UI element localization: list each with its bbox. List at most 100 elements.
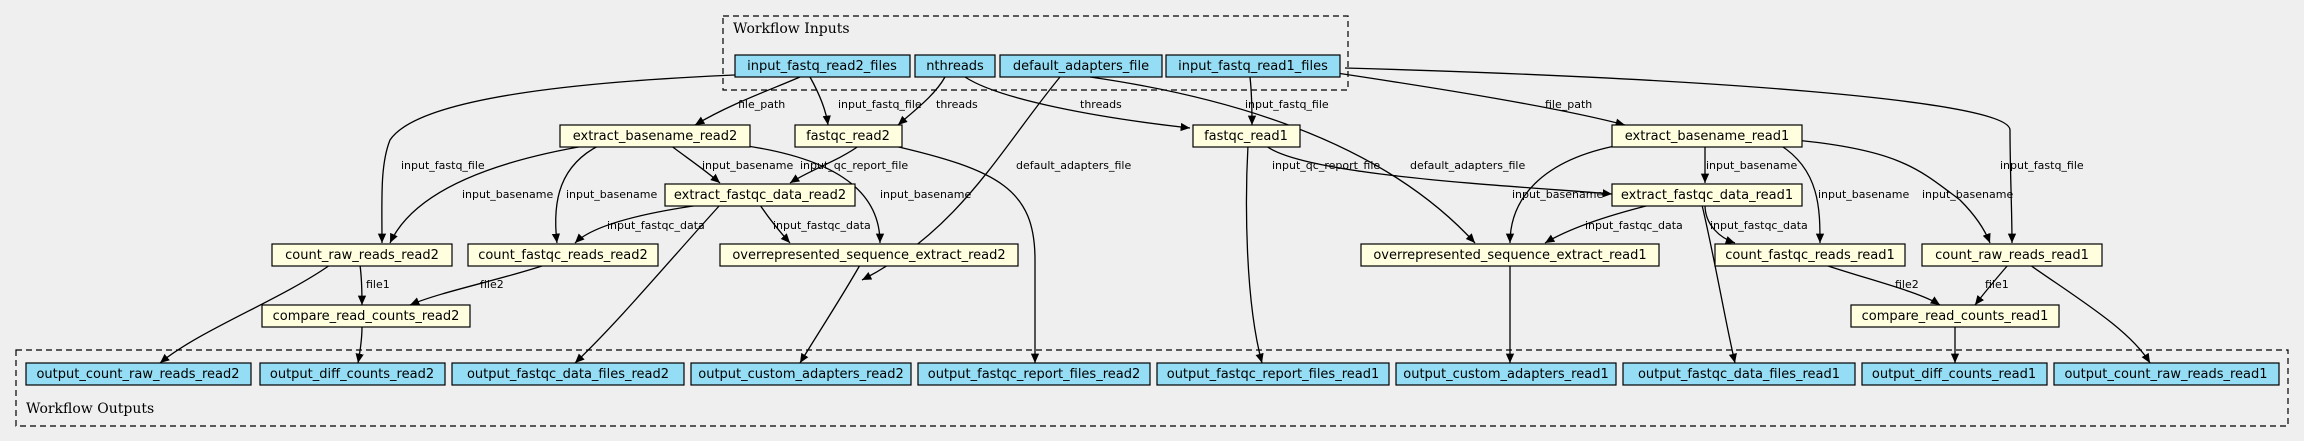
step-label-compare-read-counts-read1: compare_read_counts_read1 [1862,309,2049,324]
output-fastqc-report-files-read1[interactable]: output_fastqc_report_files_read1 [1156,362,1390,386]
output-fastqc-data-files-read2[interactable]: output_fastqc_data_files_read2 [451,362,685,386]
input-label-nthreads: nthreads [926,59,984,74]
edge-label-input-qc-report-file-1: input_qc_report_file [1272,159,1380,172]
edge-fastqc1-report1 [1245,144,1264,364]
edge-label-file-path-2: file_path [738,98,785,111]
workflow-inputs-label: Workflow Inputs [733,21,850,37]
output-diff-counts-read2[interactable]: output_diff_counts_read2 [259,362,446,386]
edge-label-input-fastq-file-countraw2: input_fastq_file [401,159,485,172]
step-fastqc-read2[interactable]: fastqc_read2 [794,124,903,148]
step-label-count-raw-reads-read1: count_raw_reads_read1 [1935,248,2089,263]
output-label-fastqc-report-files-read2: output_fastqc_report_files_read2 [928,367,1141,382]
input-node-nthreads[interactable]: nthreads [914,54,996,78]
step-count-fastqc-reads-read1[interactable]: count_fastqc_reads_read1 [1714,243,1906,267]
step-label-extract-fastqc-data-read1: extract_fastqc_data_read1 [1621,188,1793,203]
edge-fastqc2-report2 [889,144,1040,363]
output-count-raw-reads-read2[interactable]: output_count_raw_reads_read2 [25,362,252,386]
edge-nthreads-fastqc1 [964,76,1191,132]
edge-read2files-fastqc2 [809,76,831,126]
output-custom-adapters-read1[interactable]: output_custom_adapters_read1 [1395,362,1617,386]
step-extract-fastqc-data-read2[interactable]: extract_fastqc_data_read2 [664,183,856,207]
edge-countraw1-compare1 [1974,264,2009,306]
edge-label-input-basename-countfastqc1: input_basename [1818,188,1909,201]
edge-eb2-countraw2 [389,144,591,244]
edge-ed1-countfastqc1 [1704,204,1736,244]
edge-label-file-path-1: file_path [1545,98,1592,111]
input-label-read2-files: input_fastq_read2_files [747,59,897,74]
workflow-inputs-cluster: Workflow Inputs [722,15,1349,91]
edges [159,67,2151,364]
input-label-adapters: default_adapters_file [1013,59,1149,74]
step-label-fastqc-read2: fastqc_read2 [806,129,890,144]
output-count-raw-reads-read1[interactable]: output_count_raw_reads_read1 [2053,362,2280,386]
output-fastqc-report-files-read2[interactable]: output_fastqc_report_files_read2 [917,362,1151,386]
edge-ed1-overrep1 [1544,204,1651,244]
step-label-count-fastqc-reads-read2: count_fastqc_reads_read2 [478,248,648,263]
edge-countfastqc2-compare2 [409,264,546,306]
edge-label-file1-read1: file1 [1985,278,2009,291]
step-label-extract-basename-read1: extract_basename_read1 [1625,129,1790,144]
edge-label-input-fastq-file-2: input_fastq_file [838,98,922,111]
nodes: input_fastq_read2_files nthreads default… [25,54,2280,386]
edge-label-input-basename-countraw2: input_basename [462,188,553,201]
input-node-read1-files[interactable]: input_fastq_read1_files [1165,54,1341,78]
step-label-extract-basename-read2: extract_basename_read2 [573,129,738,144]
edge-nthreads-fastqc2 [897,76,946,126]
edge-countfastqc1-compare1 [1824,264,1941,306]
step-label-count-raw-reads-read2: count_raw_reads_read2 [285,248,439,263]
edge-label-input-basename-countfastqc2: input_basename [566,188,657,201]
edge-label-file2-read2: file2 [480,278,504,291]
output-custom-adapters-read2[interactable]: output_custom_adapters_read2 [690,362,912,386]
edge-label-input-basename-ed2: input_basename [702,159,793,172]
edge-labels: file_path input_fastq_file threads threa… [366,98,2084,291]
step-label-overrep-read2: overrepresented_sequence_extract_read2 [732,248,1005,263]
step-label-extract-fastqc-data-read2: extract_fastqc_data_read2 [674,188,846,203]
step-count-raw-reads-read1[interactable]: count_raw_reads_read1 [1921,243,2103,267]
edge-label-threads-2: threads [936,98,978,111]
step-compare-read-counts-read2[interactable]: compare_read_counts_read2 [261,304,471,328]
output-label-count-raw-reads-read2: output_count_raw_reads_read2 [36,367,239,382]
step-extract-basename-read2[interactable]: extract_basename_read2 [559,124,751,148]
output-diff-counts-read1[interactable]: output_diff_counts_read1 [1861,362,2048,386]
input-node-adapters[interactable]: default_adapters_file [999,54,1163,78]
output-label-fastqc-data-files-read2: output_fastqc_data_files_read2 [467,367,669,382]
edge-ed1-datafiles1 [1701,204,1737,364]
step-count-raw-reads-read2[interactable]: count_raw_reads_read2 [271,243,453,267]
edge-read1files-fastqc1 [1247,76,1257,126]
edge-countraw2-compare2 [357,264,367,306]
step-overrep-read2[interactable]: overrepresented_sequence_extract_read2 [719,243,1019,267]
edge-countraw1-output [2029,264,2151,364]
step-label-compare-read-counts-read2: compare_read_counts_read2 [273,309,460,324]
output-fastqc-data-files-read1[interactable]: output_fastqc_data_files_read1 [1622,362,1856,386]
step-compare-read-counts-read1[interactable]: compare_read_counts_read1 [1850,304,2060,328]
edge-label-default-adapters-file-2: default_adapters_file [1016,159,1131,172]
edge-label-input-fastq-file-countraw1: input_fastq_file [2000,159,2084,172]
step-extract-basename-read1[interactable]: extract_basename_read1 [1611,124,1803,148]
edge-ed2-overrep2 [759,204,791,244]
output-label-diff-counts-read1: output_diff_counts_read1 [1872,367,2036,382]
output-label-custom-adapters-read2: output_custom_adapters_read2 [698,367,903,382]
output-label-diff-counts-read2: output_diff_counts_read2 [270,367,434,382]
edge-compare2-diff2 [355,326,364,364]
edge-read2files-extractbasename2 [694,76,801,126]
step-extract-fastqc-data-read1[interactable]: extract_fastqc_data_read1 [1611,183,1803,207]
edge-label-file2-read1: file2 [1895,278,1919,291]
edge-read1files-countraw1 [1344,67,2017,244]
edge-fastqc2-extractdata2 [789,144,861,184]
input-node-read2-files[interactable]: input_fastq_read2_files [734,54,911,78]
edge-overrep2-custom2 [799,264,861,364]
edge-label-input-fastqc-data-overrep1: input_fastqc_data [1585,219,1683,232]
step-fastqc-read1[interactable]: fastqc_read1 [1192,124,1301,148]
edge-label-input-fastqc-data-countfastqc1: input_fastqc_data [1710,219,1808,232]
edge-ed2-datafiles2 [574,204,721,364]
edge-label-input-qc-report-file-2: input_qc_report_file [800,159,908,172]
output-label-fastqc-report-files-read1: output_fastqc_report_files_read1 [1167,367,1380,382]
step-count-fastqc-reads-read2[interactable]: count_fastqc_reads_read2 [467,243,659,267]
edge-eb2-extractdata2 [669,144,721,184]
step-overrep-read1[interactable]: overrepresented_sequence_extract_read1 [1360,243,1660,267]
input-label-read1-files: input_fastq_read1_files [1178,59,1328,74]
step-label-overrep-read1: overrepresented_sequence_extract_read1 [1373,248,1646,263]
edge-eb1-countraw1 [1794,139,1991,244]
step-label-count-fastqc-reads-read1: count_fastqc_reads_read1 [1725,248,1895,263]
